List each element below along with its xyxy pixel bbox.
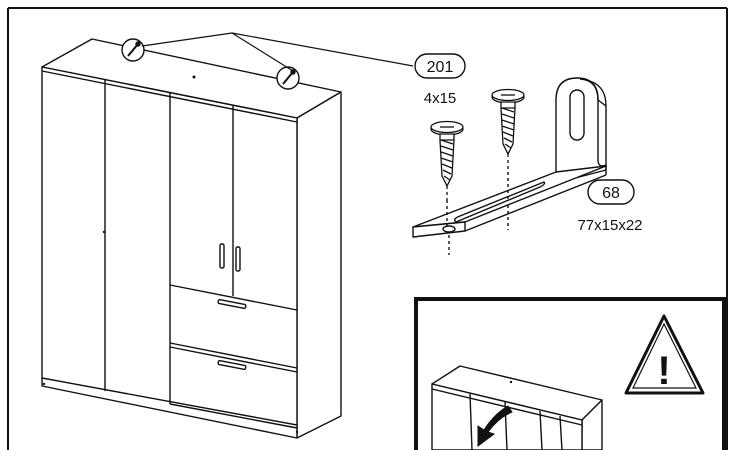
wardrobe-side (296, 91, 342, 439)
part-code: 201 (427, 59, 454, 76)
screw-marker-1 (121, 38, 145, 62)
screw-icon (430, 120, 464, 200)
part-size: 77x15x22 (577, 217, 642, 234)
drawer-handle-1 (217, 298, 247, 310)
warning-inset: ! (414, 297, 726, 450)
part-code-badge (587, 179, 635, 205)
warning-glyph: ! (657, 349, 670, 393)
handle-right (235, 246, 241, 272)
part-code-badge (414, 53, 466, 79)
tipping-wardrobe (431, 365, 603, 450)
bracket-slot-vertical (569, 89, 585, 141)
bracket-slot-horizontal (453, 181, 546, 223)
part-68: 68 77x15x22 (577, 179, 643, 234)
part-code: 68 (602, 185, 620, 202)
warning-triangle-icon: ! (624, 314, 705, 395)
part-size: 4x15 (424, 90, 457, 107)
screw-marker-2 (276, 66, 300, 90)
page-frame (7, 7, 728, 450)
drawer-top-edge (169, 284, 298, 311)
tip-arrow-icon (477, 405, 513, 447)
wardrobe (41, 38, 342, 439)
leader-lines (141, 32, 414, 72)
screw-icon (491, 88, 525, 172)
drawer-handle-2 (217, 359, 247, 371)
handle-left (219, 243, 225, 269)
l-bracket-icon (412, 77, 607, 255)
part-201: 201 4x15 (414, 53, 466, 107)
